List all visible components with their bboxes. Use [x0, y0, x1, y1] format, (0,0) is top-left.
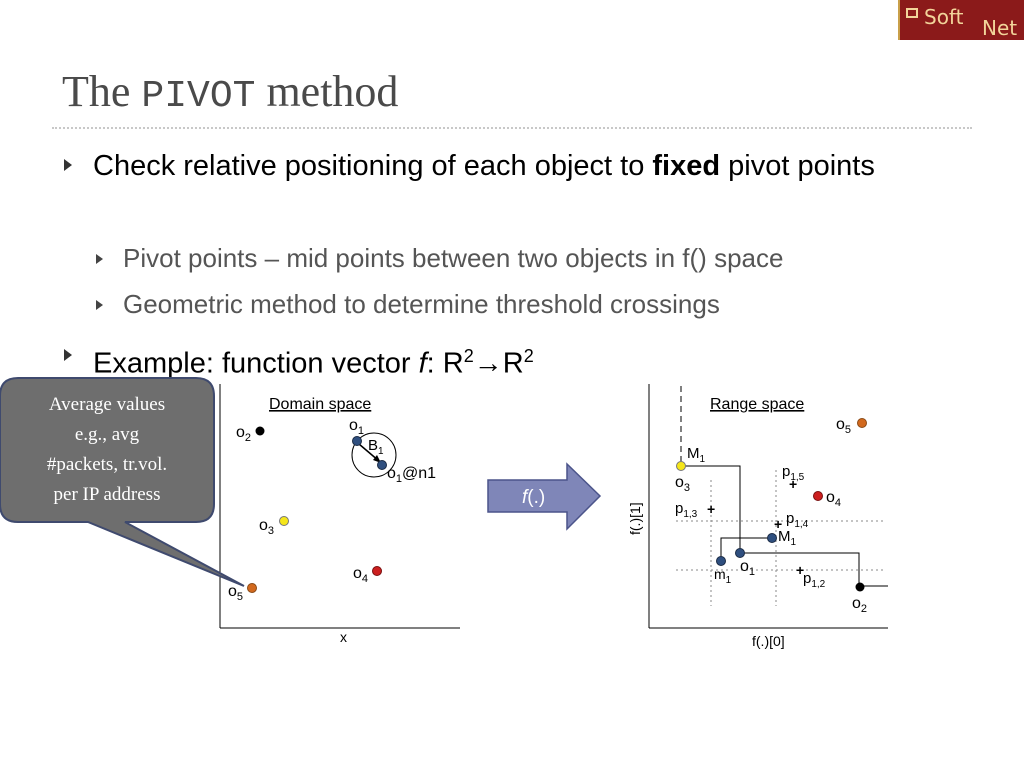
mapping-arrow: f(.): [487, 462, 602, 531]
range-p15-cross: +: [789, 476, 797, 492]
softnet-logo: Soft Net: [898, 0, 1024, 40]
bullet-2-f: f: [418, 347, 427, 380]
title-mono: PIVOT: [141, 75, 256, 118]
domain-title: Domain space: [269, 396, 371, 413]
logo-soft-text: Soft: [924, 5, 964, 29]
bullet-2-sup1: 2: [463, 346, 474, 366]
domain-o5-point: [247, 583, 257, 593]
sub-bullet-2: Geometric method to determine threshold …: [123, 289, 720, 319]
bullet-2-post: : R: [426, 347, 464, 380]
range-space-plot: Range space f(.)[0] f(.)[1] + + + + M1 o…: [627, 384, 888, 649]
bullet-2-arrow: →: [473, 347, 503, 380]
computer-icon: [906, 8, 918, 18]
bullet-2-sup2: 2: [523, 346, 534, 366]
callout-line-3: #packets, tr.vol.: [46, 454, 168, 475]
range-p13-cross: +: [707, 501, 715, 517]
callout-line-1: Average values: [48, 394, 166, 415]
range-o4-label: o4: [826, 489, 841, 509]
title-post: method: [255, 67, 399, 116]
bullet-1: Check relative positioning of each objec…: [93, 144, 973, 188]
range-p14-cross: +: [774, 516, 782, 532]
range-o3-point: [676, 461, 686, 471]
callout-text: Average values e.g., avg #packets, tr.vo…: [8, 390, 206, 510]
range-rect-o3: [681, 465, 741, 553]
title-divider: [52, 127, 972, 129]
domain-o2-point: [255, 426, 265, 436]
bullet-2-r2: R: [502, 347, 524, 380]
bullet-1-bold: fixed: [652, 150, 721, 182]
range-p15-label: p1,5: [782, 463, 805, 483]
bullet-2-pre: Example: function vector: [93, 347, 419, 380]
range-rect-o2: [740, 552, 888, 587]
domain-space-plot: Domain space x o2 o1 B1 o1@n1 o3 o4 o5: [219, 384, 460, 645]
domain-o3-point: [279, 516, 289, 526]
mapping-arrow-label: f(.): [522, 487, 545, 508]
domain-o4-label: o4: [353, 565, 368, 585]
domain-o4-point: [372, 566, 382, 576]
domain-b1-circle: [351, 432, 397, 478]
range-o3-label: o3: [675, 474, 690, 494]
range-rect-o1-o4: [720, 537, 772, 561]
range-o5-label: o5: [836, 416, 851, 436]
domain-o1n1-label: o1@n1: [387, 465, 436, 485]
range-title: Range space: [710, 396, 804, 413]
mapping-arrow-shape: [487, 462, 602, 531]
range-ylabel: f(.)[1]: [627, 502, 643, 535]
range-o2-label: o2: [852, 595, 867, 615]
range-p12-cross: +: [796, 562, 804, 578]
range-M1-point: [767, 533, 777, 543]
callout-line-4: per IP address: [53, 484, 161, 505]
domain-o1-label: o1: [349, 417, 364, 437]
callout-bubble: [0, 377, 245, 587]
bullet-arrow-icon: [64, 159, 72, 171]
bullet-1-pre: Check relative positioning of each objec…: [93, 150, 653, 182]
bullet-2: Example: function vector f: R2→R2: [93, 334, 534, 386]
domain-o5-label: o5: [228, 583, 243, 603]
range-M1-label: M1: [778, 528, 797, 548]
domain-o3-label: o3: [259, 517, 274, 537]
slide-title: The PIVOT method: [62, 66, 398, 118]
domain-xlabel: x: [340, 629, 347, 645]
callout-shape: [0, 377, 245, 587]
range-o4-point: [813, 491, 823, 501]
sub-bullet-1: Pivot points – mid points between two ob…: [123, 243, 784, 273]
range-p12-label: p1,2: [803, 570, 826, 590]
range-m1-point: [716, 556, 726, 566]
range-m1-label: m1: [714, 566, 732, 586]
bullet-arrow-icon: [64, 349, 72, 361]
range-M1-top-label: M1: [687, 445, 706, 465]
title-pre: The: [62, 67, 142, 116]
sub-bullet-arrow-icon: [96, 254, 103, 264]
range-p14-label: p1,4: [786, 510, 809, 530]
logo-net-text: Net: [982, 16, 1018, 40]
domain-o1-point: [352, 436, 362, 446]
range-o1-label: o1: [740, 558, 755, 578]
range-o5-point: [857, 418, 867, 428]
domain-o2-label: o2: [236, 424, 251, 444]
sub-bullet-arrow-icon: [96, 300, 103, 310]
range-xlabel: f(.)[0]: [752, 633, 785, 649]
range-p13-label: p1,3: [675, 500, 698, 520]
domain-b1-label: B1: [368, 437, 384, 457]
range-o2-point: [855, 582, 865, 592]
range-o1-point: [735, 548, 745, 558]
callout-line-2: e.g., avg: [74, 424, 140, 445]
bullet-1-post: pivot points: [720, 150, 875, 182]
domain-o1n1-point: [377, 460, 387, 470]
